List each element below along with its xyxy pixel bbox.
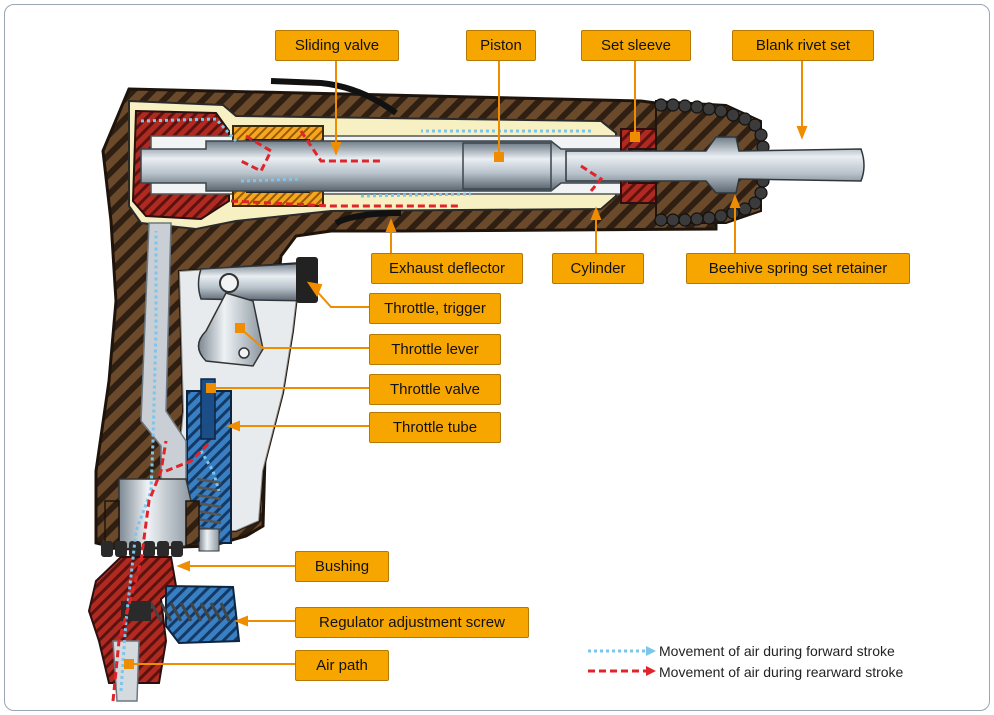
label-beehive-retainer: Beehive spring set retainer (686, 253, 910, 284)
air-inlet (112, 640, 140, 702)
legend-rearward: Movement of air during rearward stroke (659, 664, 904, 680)
label-exhaust-deflector: Exhaust deflector (371, 253, 523, 284)
diagram-frame: Sliding valve Piston Set sleeve Blank ri… (4, 4, 990, 711)
label-cylinder: Cylinder (552, 253, 644, 284)
trigger-grip (296, 257, 318, 303)
label-sliding-valve: Sliding valve (275, 30, 399, 61)
label-air-path: Air path (295, 650, 389, 681)
throttle-trigger (197, 262, 314, 302)
label-throttle-valve: Throttle valve (369, 374, 501, 405)
knurl-ring (101, 541, 183, 557)
lever-pin (238, 347, 250, 359)
label-throttle-tube: Throttle tube (369, 412, 501, 443)
label-throttle-trigger: Throttle, trigger (369, 293, 501, 324)
blank-rivet-set (565, 136, 865, 194)
exhaust-deflector-lower (334, 210, 402, 226)
air-forward-path (119, 117, 591, 692)
legend-forward: Movement of air during forward stroke (659, 643, 895, 659)
trigger-pivot (219, 273, 239, 293)
label-blank-rivet-set: Blank rivet set (732, 30, 874, 61)
throttle-valve (200, 378, 216, 440)
label-set-sleeve: Set sleeve (581, 30, 691, 61)
regulator-cap (165, 584, 241, 645)
legend-markers (588, 646, 656, 676)
leader-lines (124, 56, 808, 669)
throttle-lever (197, 292, 264, 367)
piston-head (462, 142, 552, 190)
bushing (118, 478, 192, 550)
label-throttle-lever: Throttle lever (369, 334, 501, 365)
exhaust-deflector (270, 78, 398, 116)
label-regulator-screw: Regulator adjustment screw (295, 607, 529, 638)
rivet-gun-cutaway (87, 56, 865, 702)
throttle-plug (198, 528, 220, 552)
throttle-spring (196, 477, 222, 533)
label-piston: Piston (466, 30, 536, 61)
air-rearward-path (111, 130, 604, 702)
label-bushing: Bushing (295, 551, 389, 582)
regulator-spring (149, 602, 231, 622)
